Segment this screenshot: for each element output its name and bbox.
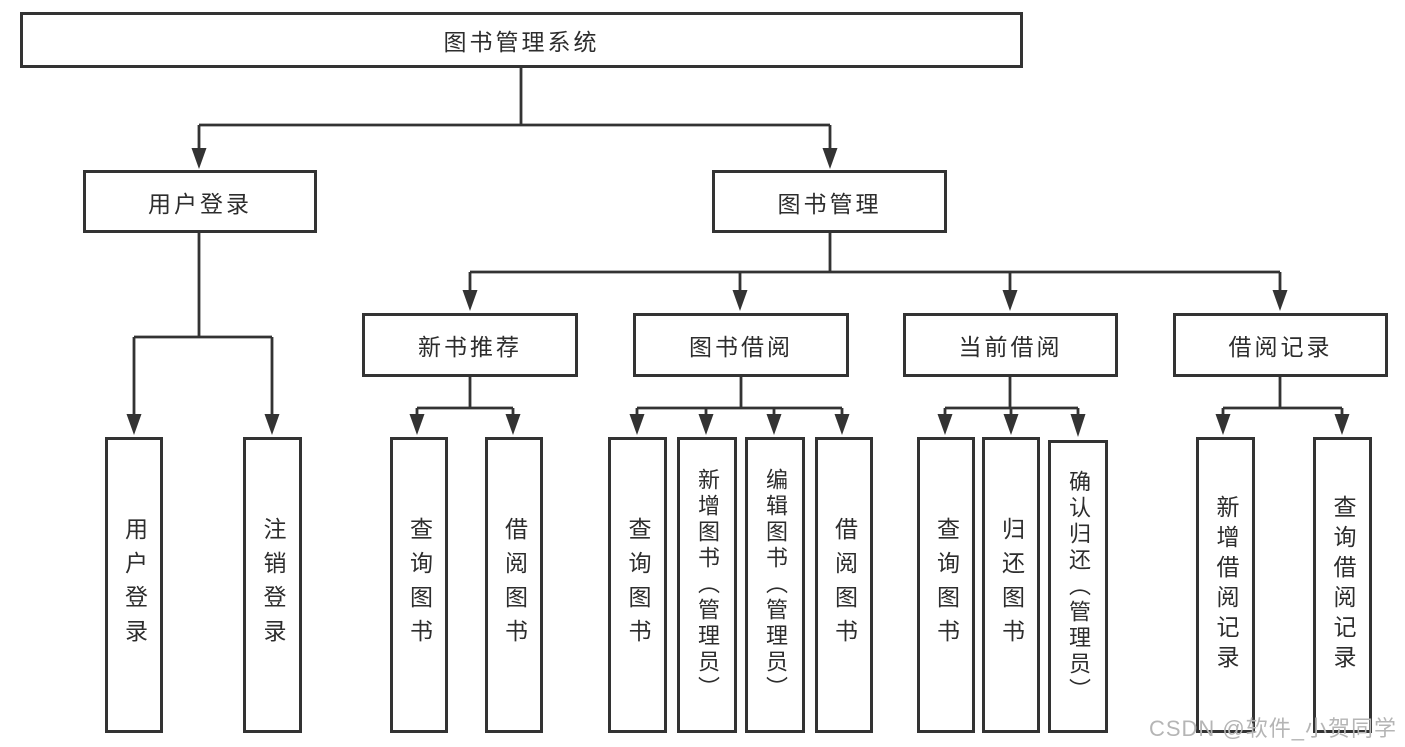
node-book-management-label: 图书管理 <box>777 190 882 217</box>
leaf-bb-edit-books-admin: 编辑图书（管理员） <box>745 437 805 733</box>
leaf-logout-label: 注销登录 <box>260 517 286 653</box>
node-user-login: 用户登录 <box>83 170 317 233</box>
node-book-borrowing-label: 图书借阅 <box>689 334 793 360</box>
node-new-book-recommendation-label: 新书推荐 <box>418 334 522 360</box>
leaf-bb-query-books: 查询图书 <box>608 437 667 733</box>
csdn-watermark: CSDN @软件_小贺同学 <box>1148 716 1397 741</box>
leaf-br-add-record-label: 新增借阅记录 <box>1213 495 1239 675</box>
leaf-nbr-borrow-books: 借阅图书 <box>485 437 543 733</box>
leaf-bb-borrow-books-label: 借阅图书 <box>831 517 858 653</box>
leaf-nbr-borrow-books-label: 借阅图书 <box>501 517 528 653</box>
leaf-nbr-query-books: 查询图书 <box>390 437 448 733</box>
leaf-cb-confirm-return-admin-label: 确认归还（管理员） <box>1066 469 1091 704</box>
leaf-bb-query-books-label: 查询图书 <box>625 517 651 653</box>
leaf-nbr-query-books-label: 查询图书 <box>406 517 433 653</box>
node-root: 图书管理系统 <box>20 12 1023 68</box>
leaf-cb-return-books: 归还图书 <box>982 437 1040 733</box>
node-user-login-label: 用户登录 <box>148 190 252 217</box>
leaf-br-add-record: 新增借阅记录 <box>1196 437 1255 733</box>
node-book-borrowing: 图书借阅 <box>633 313 849 377</box>
leaf-user-login-label: 用户登录 <box>121 517 148 653</box>
leaf-br-query-record: 查询借阅记录 <box>1313 437 1372 733</box>
leaf-user-login: 用户登录 <box>105 437 163 733</box>
node-borrowing-records-label: 借阅记录 <box>1228 334 1333 360</box>
leaf-bb-edit-books-admin-label: 编辑图书（管理员） <box>763 468 788 702</box>
node-borrowing-records: 借阅记录 <box>1173 313 1388 377</box>
node-new-book-recommendation: 新书推荐 <box>362 313 578 377</box>
leaf-logout: 注销登录 <box>243 437 302 733</box>
node-root-label: 图书管理系统 <box>443 29 600 55</box>
leaf-bb-add-books-admin: 新增图书（管理员） <box>677 437 737 733</box>
arrowheads <box>126 148 1350 437</box>
node-current-borrowing: 当前借阅 <box>903 313 1118 377</box>
leaf-cb-query-books: 查询图书 <box>917 437 975 733</box>
leaf-br-query-record-label: 查询借阅记录 <box>1330 495 1356 675</box>
node-current-borrowing-label: 当前借阅 <box>958 334 1063 360</box>
node-book-management: 图书管理 <box>712 170 947 233</box>
leaf-cb-confirm-return-admin: 确认归还（管理员） <box>1048 440 1108 733</box>
leaf-bb-add-books-admin-label: 新增图书（管理员） <box>695 468 720 702</box>
leaf-bb-borrow-books: 借阅图书 <box>815 437 873 733</box>
leaf-cb-return-books-label: 归还图书 <box>998 517 1025 653</box>
leaf-cb-query-books-label: 查询图书 <box>933 517 960 653</box>
